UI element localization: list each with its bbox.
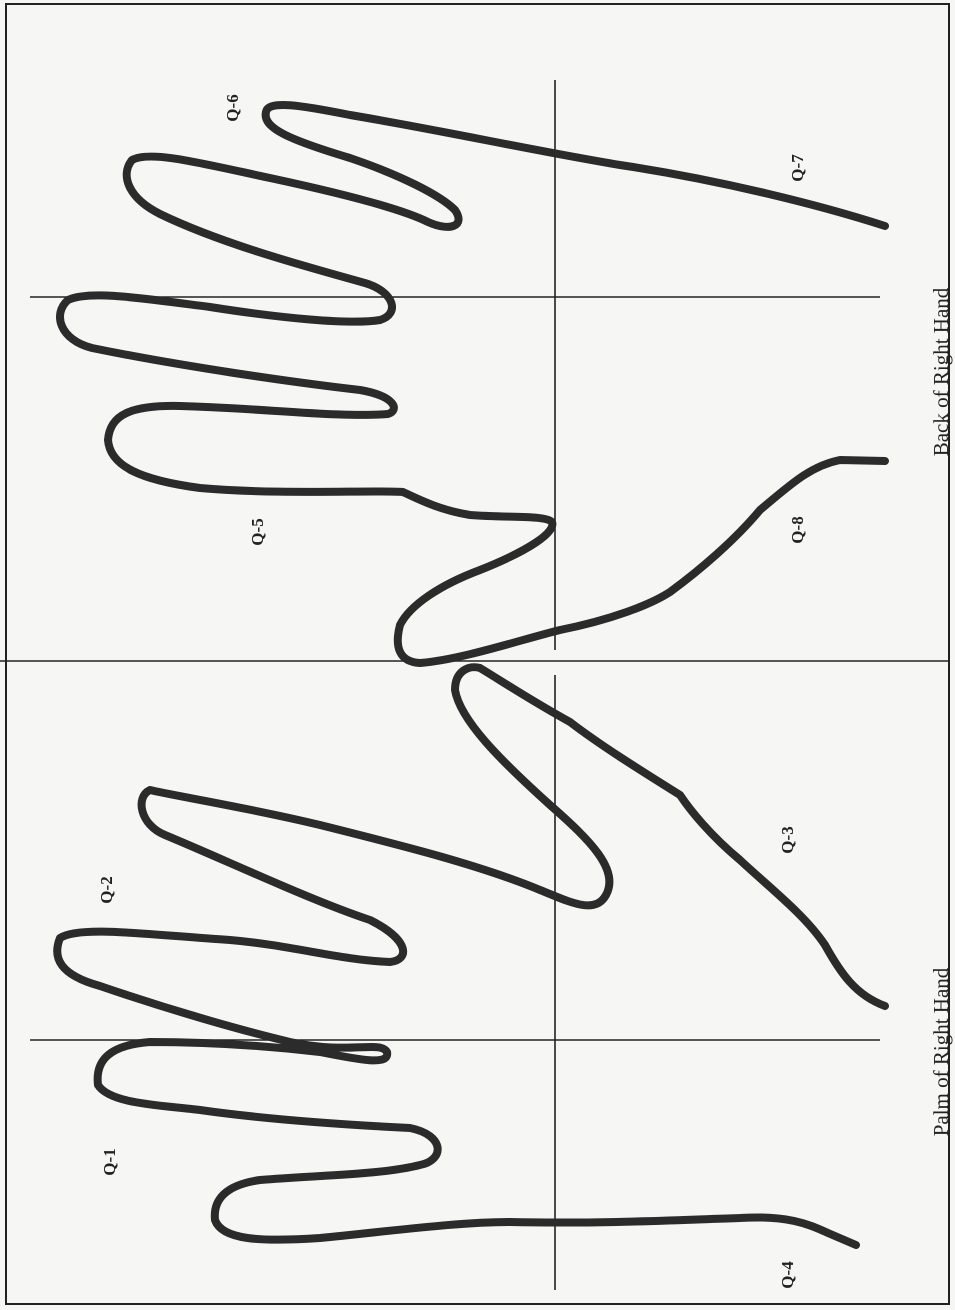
label-q1: Q-1 xyxy=(100,1148,119,1175)
label-q5: Q-5 xyxy=(248,518,267,545)
label-q8: Q-8 xyxy=(788,516,807,543)
label-q2: Q-2 xyxy=(97,876,116,903)
label-q3: Q-3 xyxy=(778,826,797,853)
caption-palm-of-right-hand: Palm of Right Hand xyxy=(929,967,953,1136)
label-q4: Q-4 xyxy=(778,1261,797,1289)
back-of-right-hand-outline xyxy=(60,105,885,663)
palm-of-right-hand-outline xyxy=(57,667,885,1245)
label-q6: Q-6 xyxy=(223,94,242,121)
label-q7: Q-7 xyxy=(788,154,807,182)
caption-back-of-right-hand: Back of Right Hand xyxy=(929,287,953,456)
